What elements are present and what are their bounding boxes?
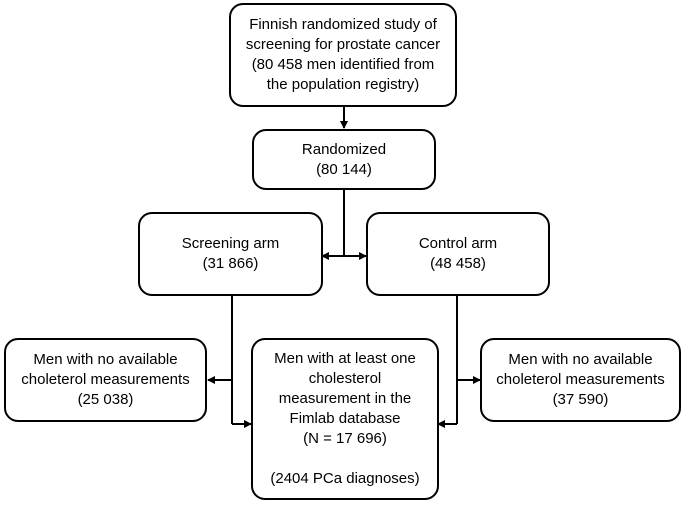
population-line-1: Finnish randomized study of	[249, 16, 437, 33]
cohort-line-2: cholesterol	[308, 370, 382, 387]
control-arm-label: Control arm	[418, 235, 498, 252]
cohort-line-3: measurement in the	[278, 390, 412, 407]
control-excluded-count: (37 590)	[552, 391, 609, 408]
screening-arm-count: (31 866)	[202, 255, 259, 272]
randomized-count: (80 144)	[316, 160, 372, 178]
cohort-line-1: Men with at least one	[274, 350, 416, 367]
cohort-box: Men with at least one cholesterol measur…	[251, 338, 439, 500]
screening-excluded-line-2: choleterol measurements	[21, 371, 190, 388]
population-line-2: screening for prostate cancer	[245, 36, 441, 53]
population-box: Finnish randomized study of screening fo…	[229, 3, 457, 107]
screening-arm-label: Screening arm	[181, 235, 280, 252]
cohort-diagnoses-note: (2404 PCa diagnoses)	[270, 470, 420, 487]
screening-excluded-line-1: Men with no available	[33, 351, 178, 368]
control-arm-box: Control arm (48 458)	[366, 212, 550, 296]
population-line-3: (80 458 men identified from	[251, 56, 435, 73]
control-excluded-box: Men with no available choleterol measure…	[480, 338, 681, 422]
population-line-4: the population registry)	[266, 76, 420, 93]
control-arm-count: (48 458)	[430, 255, 486, 272]
cohort-line-4: Fimlab database	[289, 410, 401, 427]
screening-arm-box: Screening arm (31 866)	[138, 212, 323, 296]
randomized-label: Randomized	[301, 140, 387, 158]
control-excluded-line-2: choleterol measurements	[496, 371, 665, 388]
control-excluded-line-1: Men with no available	[508, 351, 653, 368]
randomized-box: Randomized (80 144)	[252, 129, 436, 190]
screening-excluded-box: Men with no available choleterol measure…	[4, 338, 207, 422]
screening-excluded-count: (25 038)	[77, 391, 134, 408]
cohort-count: (N = 17 696)	[303, 430, 387, 447]
